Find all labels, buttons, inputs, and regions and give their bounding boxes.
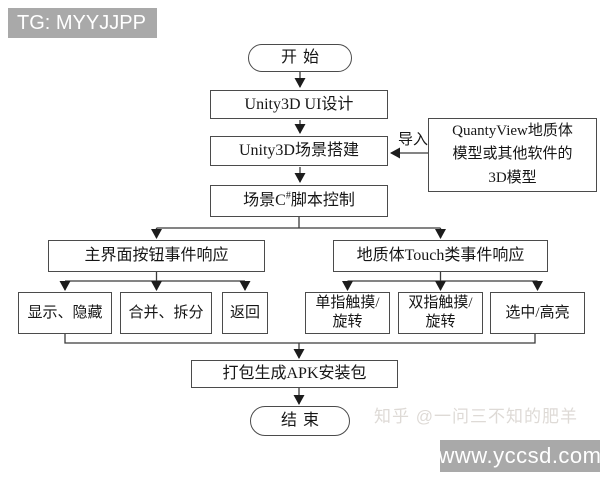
show-hide-node: 显示、隐藏 — [18, 292, 112, 334]
branch-touch-events-node: 地质体Touch类事件响应 — [333, 240, 548, 272]
single-touch-rotate-node: 单指触摸/ 旋转 — [305, 292, 390, 334]
merge-split-node: 合并、拆分 — [120, 292, 212, 334]
apk-package-node: 打包生成APK安装包 — [191, 360, 398, 388]
select-highlight-node: 选中/高亮 — [490, 292, 585, 334]
csharp-superscript: # — [285, 190, 291, 202]
double-touch-rotate-node: 双指触摸/ 旋转 — [398, 292, 483, 334]
site-url-badge: www.yccsd.com — [439, 440, 600, 472]
branch-ui-events-node: 主界面按钮事件响应 — [48, 240, 265, 272]
import-arrow-label: 导入 — [397, 132, 428, 148]
ui-design-node: Unity3D UI设计 — [210, 90, 388, 119]
start-node: 开始 — [248, 44, 352, 72]
model-source-node: QuantyView地质体 模型或其他软件的 3D模型 — [428, 118, 597, 192]
tg-watermark-badge: TG: MYYJJPP — [8, 8, 157, 38]
zhihu-watermark: 知乎 @一问三不知的肥羊 — [374, 407, 578, 426]
script-control-text: 场景C#脚本控制 — [243, 190, 355, 209]
end-node: 结束 — [250, 406, 350, 436]
scene-build-node: Unity3D场景搭建 — [210, 136, 388, 166]
back-node: 返回 — [222, 292, 268, 334]
script-control-node: 场景C#脚本控制 — [210, 185, 388, 217]
